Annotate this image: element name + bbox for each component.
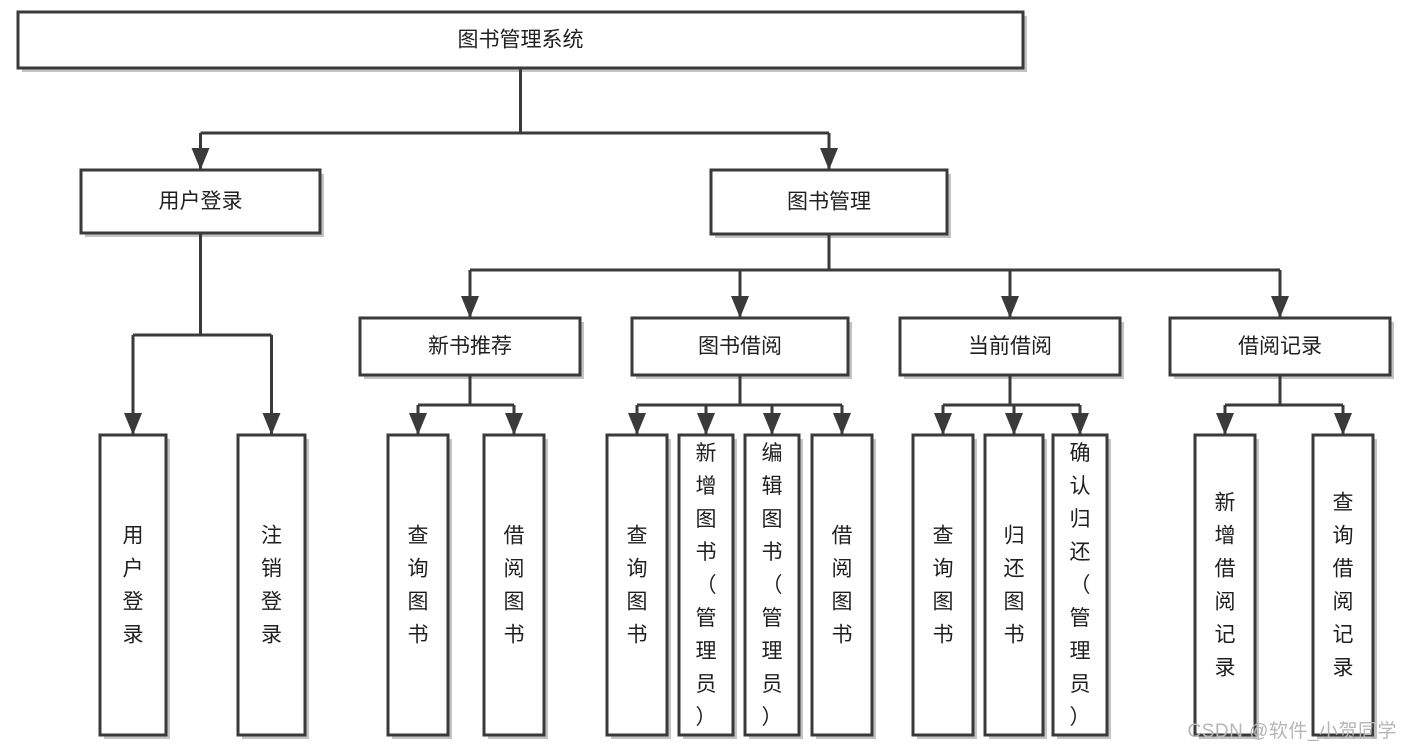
connector-arrow-icon xyxy=(1216,413,1234,435)
node-borrow-book-1[interactable]: 借阅图书 xyxy=(482,433,548,739)
node-user-login[interactable]: 用户登录 xyxy=(79,168,324,237)
connector-arrow-icon xyxy=(763,413,781,435)
node-label: 新书推荐 xyxy=(428,335,512,358)
connector-arrow-icon xyxy=(124,413,142,435)
node-label: 查询图书 xyxy=(408,524,429,646)
connector-arrow-icon xyxy=(833,413,851,435)
node-label: 编辑图书（管理员） xyxy=(762,442,783,729)
node-label: 借阅图书 xyxy=(832,524,853,646)
node-new-book-recommend[interactable]: 新书推荐 xyxy=(358,316,584,379)
node-borrow-record[interactable]: 借阅记录 xyxy=(1168,316,1394,379)
connector-arrow-icon xyxy=(934,413,952,435)
node-current-borrow[interactable]: 当前借阅 xyxy=(898,316,1124,379)
node-label: 图书借阅 xyxy=(698,335,782,358)
node-edit-book[interactable]: 编辑图书（管理员） xyxy=(743,433,803,739)
connector-arrow-icon xyxy=(628,413,646,435)
node-label: 用户登录 xyxy=(159,190,243,213)
connector-arrow-icon xyxy=(731,296,749,318)
node-return-book[interactable]: 归还图书 xyxy=(983,433,1047,739)
node-label: 图书管理 xyxy=(787,191,871,214)
node-label: 查询图书 xyxy=(933,524,954,646)
node-query-book-2[interactable]: 查询图书 xyxy=(605,433,671,739)
connector-arrow-icon xyxy=(1271,296,1289,318)
node-query-borrow-record[interactable]: 查询借阅记录 xyxy=(1311,433,1377,739)
connector-arrow-icon xyxy=(505,413,523,435)
node-root[interactable]: 图书管理系统 xyxy=(16,10,1027,72)
node-label: 确认归还（管理员） xyxy=(1070,442,1091,729)
connector-arrow-icon xyxy=(1071,413,1089,435)
connector-arrow-icon xyxy=(461,296,479,318)
node-label: 当前借阅 xyxy=(968,335,1052,358)
connector-arrow-icon xyxy=(697,413,715,435)
node-label: 新增图书（管理员） xyxy=(696,442,717,729)
node-label: 图书管理系统 xyxy=(458,29,584,52)
node-user-logout[interactable]: 注销登录 xyxy=(236,433,309,739)
node-label: 归还图书 xyxy=(1004,524,1025,646)
node-book-manage[interactable]: 图书管理 xyxy=(709,168,951,238)
connector-arrow-icon xyxy=(409,413,427,435)
node-borrow-book-2[interactable]: 借阅图书 xyxy=(810,433,876,739)
node-label: 注销登录 xyxy=(261,524,282,646)
node-add-book[interactable]: 新增图书（管理员） xyxy=(677,433,737,739)
connector-arrow-icon xyxy=(191,148,210,170)
node-book-borrow[interactable]: 图书借阅 xyxy=(630,316,852,379)
node-label: 借阅图书 xyxy=(504,524,525,646)
node-label: 新增借阅记录 xyxy=(1215,491,1236,679)
connector-arrow-icon xyxy=(820,148,838,170)
connector-arrow-icon xyxy=(1334,413,1352,435)
node-label: 查询借阅记录 xyxy=(1333,491,1354,679)
node-user-login-do[interactable]: 用户登录 xyxy=(98,433,170,739)
node-label: 借阅记录 xyxy=(1238,335,1322,358)
connector-arrow-icon xyxy=(262,413,281,435)
node-label: 用户登录 xyxy=(123,524,144,646)
csdn-watermark: CSDN @软件_小贺同学 xyxy=(1187,721,1397,742)
node-confirm-return[interactable]: 确认归还（管理员） xyxy=(1051,433,1111,739)
node-query-book-1[interactable]: 查询图书 xyxy=(386,433,452,739)
node-label: 查询图书 xyxy=(627,524,648,646)
node-add-borrow-record[interactable]: 新增借阅记录 xyxy=(1193,433,1259,739)
connector-arrow-icon xyxy=(1005,413,1023,435)
connector-arrow-icon xyxy=(1001,296,1019,318)
node-query-book-3[interactable]: 查询图书 xyxy=(911,433,977,739)
